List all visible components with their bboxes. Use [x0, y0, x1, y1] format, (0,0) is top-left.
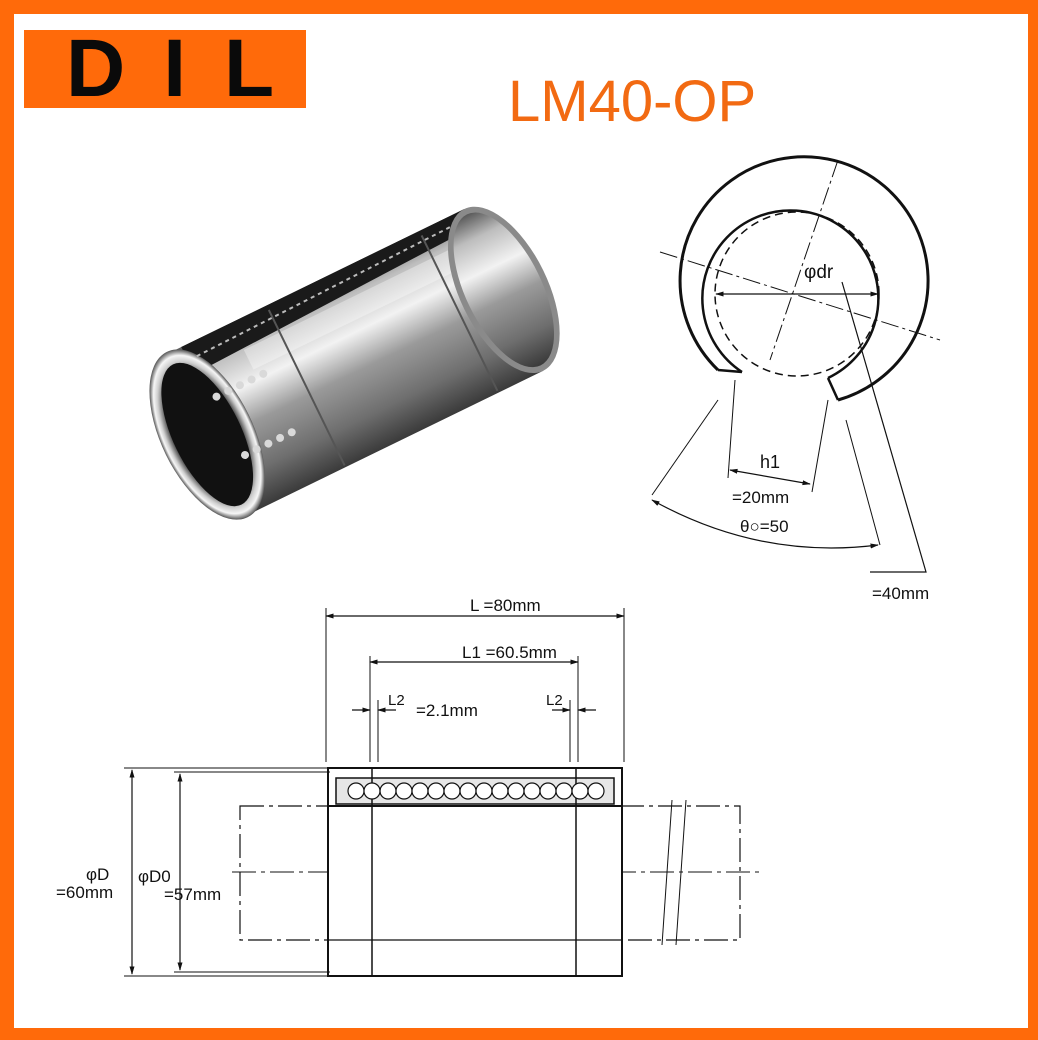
side-section-drawing — [124, 608, 760, 977]
l2-label-left: L2 — [388, 692, 405, 709]
model-title: LM40-OP — [508, 69, 757, 134]
groove-diameter-value: =57mm — [164, 885, 221, 904]
brand-logo: DIL — [24, 30, 306, 108]
l2-label-right: L2 — [546, 692, 563, 709]
bore-diameter-label: φdr — [804, 262, 834, 283]
l1-label: L1 =60.5mm — [462, 643, 557, 662]
groove-diameter-label: φD0 — [138, 867, 171, 886]
length-label: L =80mm — [470, 596, 541, 615]
outer-diameter-label: φD — [86, 865, 109, 884]
outer-diameter-value: =60mm — [56, 883, 113, 902]
bore-diameter-value: =40mm — [872, 584, 929, 603]
slot-width-label: h1 — [760, 452, 780, 472]
l2-value: =2.1mm — [416, 701, 478, 720]
slot-angle-label: θ○=50 — [740, 517, 789, 536]
cross-section-drawing — [651, 155, 941, 573]
slot-width-value: =20mm — [732, 488, 789, 507]
linear-bearing-photo — [149, 206, 560, 520]
